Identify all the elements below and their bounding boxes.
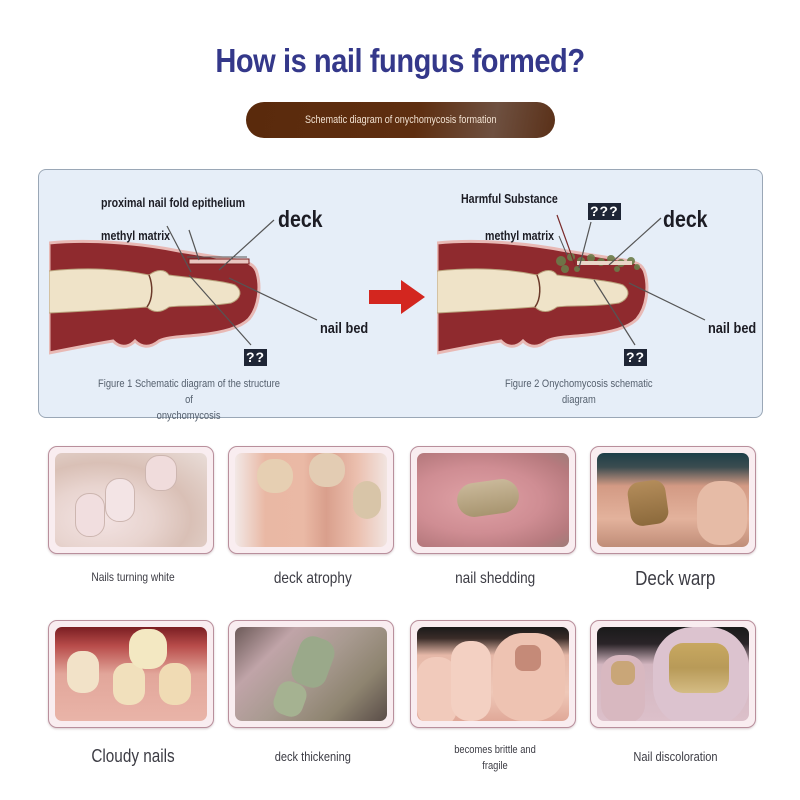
subtitle-text: Schematic diagram of onychomycosis forma… xyxy=(304,114,497,126)
leader-lines-fig1 xyxy=(166,219,318,346)
page-title: How is nail fungus formed? xyxy=(215,42,585,79)
label-methyl-matrix: methyl matrix xyxy=(101,229,171,243)
label-methyl-matrix-2: methyl matrix xyxy=(485,229,555,243)
symptom-label: Deck warp xyxy=(634,568,716,590)
label-proximal-nail-fold: proximal nail fold epithelium xyxy=(101,196,246,210)
photo-nail-shedding xyxy=(417,453,569,547)
symptom-card-warp xyxy=(590,446,756,554)
symptom-label: Cloudy nails xyxy=(91,746,175,766)
label-unknown-box: ?? xyxy=(244,349,268,366)
symptom-card-atrophy xyxy=(228,446,394,554)
symptom-label: deck thickening xyxy=(274,749,352,764)
photo-deck-thickening xyxy=(235,627,387,721)
finger-cross-section-healthy xyxy=(49,239,261,355)
symptom-card-thickening xyxy=(228,620,394,728)
photo-discoloration xyxy=(597,627,749,721)
leader-lines-fig2 xyxy=(556,214,706,346)
figure1-caption: Figure 1 Schematic diagram of the struct… xyxy=(98,378,280,422)
photo-brittle xyxy=(417,627,569,721)
label-nail-bed: nail bed xyxy=(320,321,369,337)
subtitle-banner: Schematic diagram of onychomycosis forma… xyxy=(246,102,555,138)
photo-deck-atrophy xyxy=(235,453,387,547)
label-deck: deck xyxy=(278,206,323,232)
symptom-card-discoloration xyxy=(590,620,756,728)
finger-cross-section-infected xyxy=(437,239,649,355)
symptom-label: Nail discoloration xyxy=(632,749,718,764)
label-unknown-top-box: ??? xyxy=(588,203,621,220)
symptom-card-brittle xyxy=(410,620,576,728)
symptom-card-white xyxy=(48,446,214,554)
symptom-card-cloudy xyxy=(48,620,214,728)
label-nail-bed-2: nail bed xyxy=(708,321,757,337)
symptom-label: Nails turning white xyxy=(91,570,175,584)
photo-deck-warp xyxy=(597,453,749,547)
figure2-caption: Figure 2 Onychomycosis schematic diagram xyxy=(505,378,653,406)
symptom-label: deck atrophy xyxy=(274,570,352,587)
right-arrow-icon xyxy=(369,280,425,314)
symptom-label: nail shedding xyxy=(454,570,536,587)
label-unknown-box-2: ?? xyxy=(624,349,648,366)
photo-cloudy-nails xyxy=(55,627,207,721)
label-deck-2: deck xyxy=(663,206,708,232)
symptom-card-shedding xyxy=(410,446,576,554)
label-harmful-substance: Harmful Substance xyxy=(461,192,558,206)
photo-nails-white xyxy=(55,453,207,547)
diagram-panel: proximal nail fold epithelium methyl mat… xyxy=(38,169,763,422)
